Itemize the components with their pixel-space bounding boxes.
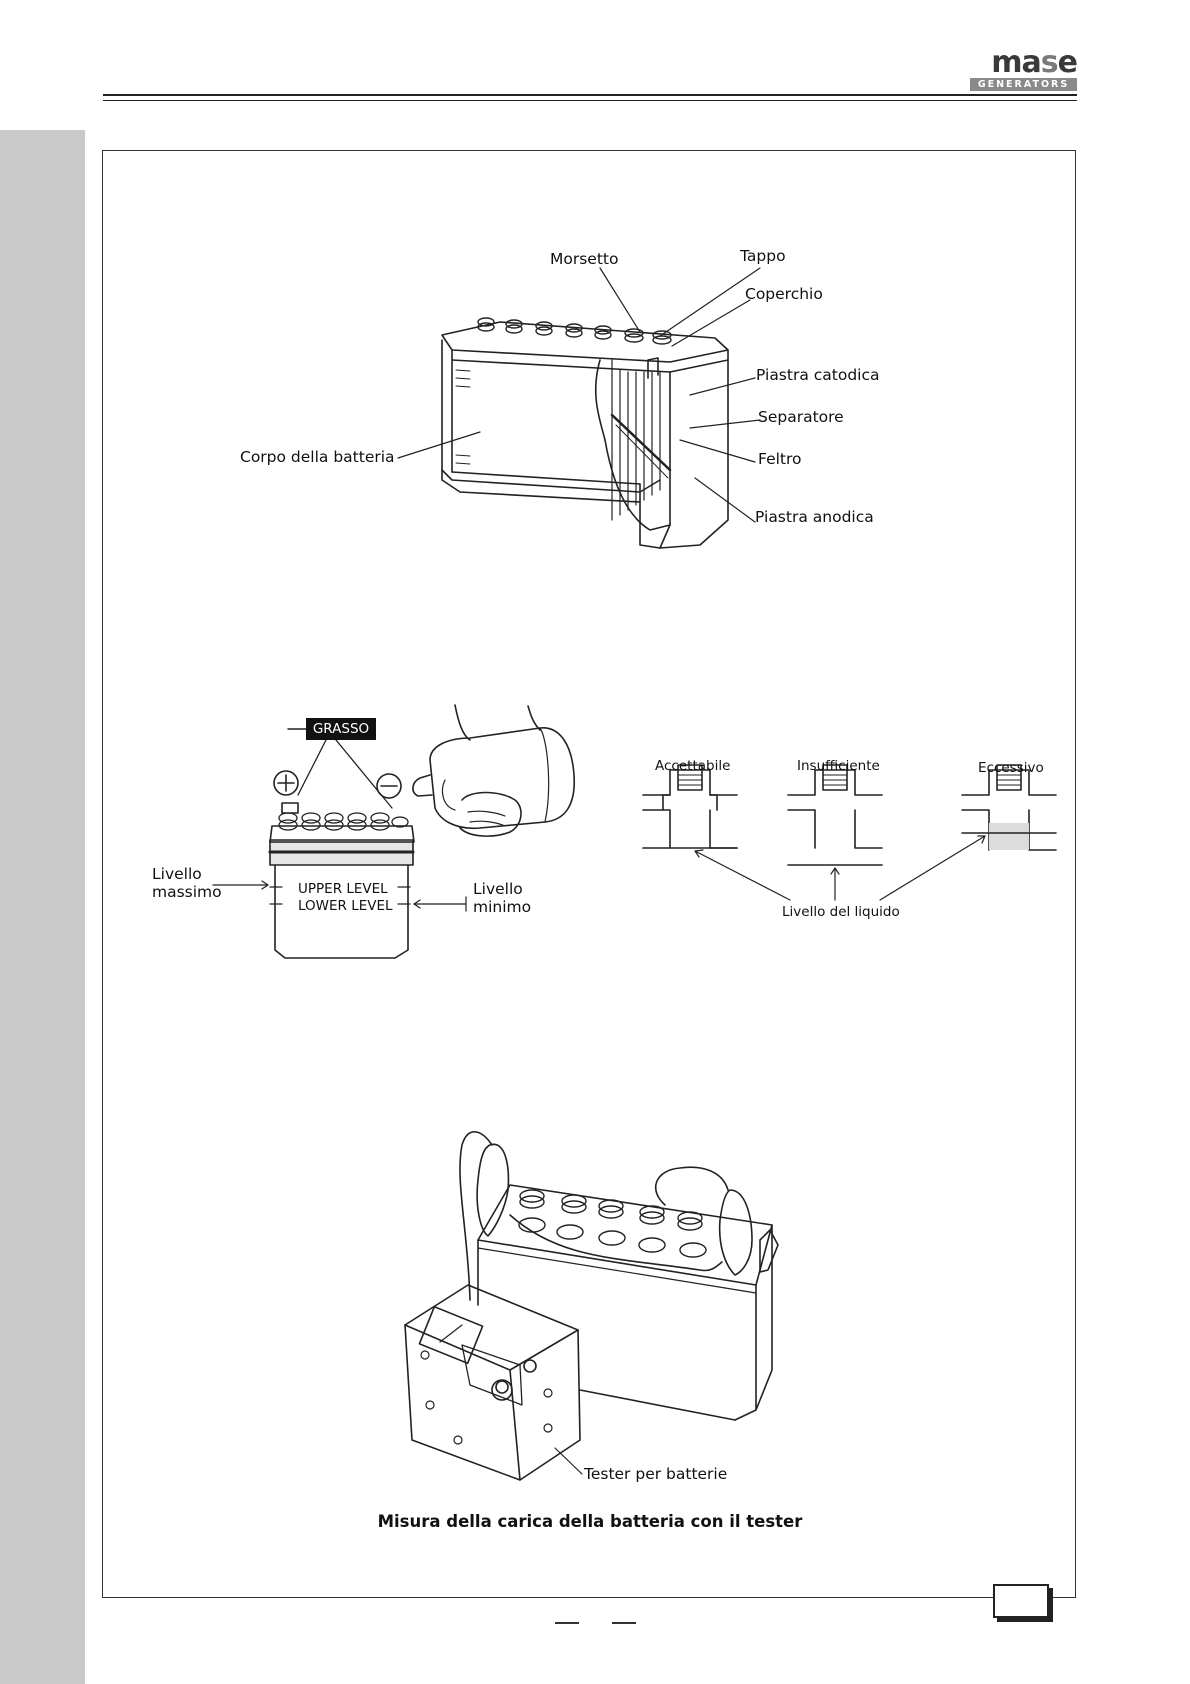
label-insufficiente: Insufficiente <box>797 757 880 775</box>
label-tappo: Tappo <box>740 247 786 265</box>
page-number-box <box>993 1584 1049 1618</box>
battery-tester-illustration <box>405 1132 778 1480</box>
label-coperchio: Coperchio <box>745 285 823 303</box>
label-morsetto: Morsetto <box>550 250 618 268</box>
label-accettabile: Accettabile <box>655 757 730 775</box>
footer-mark-right <box>612 1622 636 1624</box>
label-corpo-batteria: Corpo della batteria <box>240 448 395 466</box>
liquid-level-illustration <box>643 765 1056 900</box>
battery-cutaway-illustration <box>398 268 760 548</box>
label-eccessivo: Eccessivo <box>978 759 1044 777</box>
label-grasso: GRASSO <box>306 718 376 740</box>
label-feltro: Feltro <box>758 450 802 468</box>
label-piastra-anodica: Piastra anodica <box>755 508 874 526</box>
label-tester-batterie: Tester per batterie <box>584 1465 727 1483</box>
figure-caption: Misura della carica della batteria con i… <box>300 1512 880 1531</box>
footer-mark-left <box>555 1622 579 1624</box>
label-piastra-catodica: Piastra catodica <box>756 366 880 384</box>
label-separatore: Separatore <box>758 408 844 426</box>
label-livello-liquido: Livello del liquido <box>782 903 900 921</box>
battery-refill-illustration <box>213 705 574 958</box>
label-upper-level: UPPER LEVEL <box>298 880 388 898</box>
label-lower-level: LOWER LEVEL <box>298 897 393 915</box>
